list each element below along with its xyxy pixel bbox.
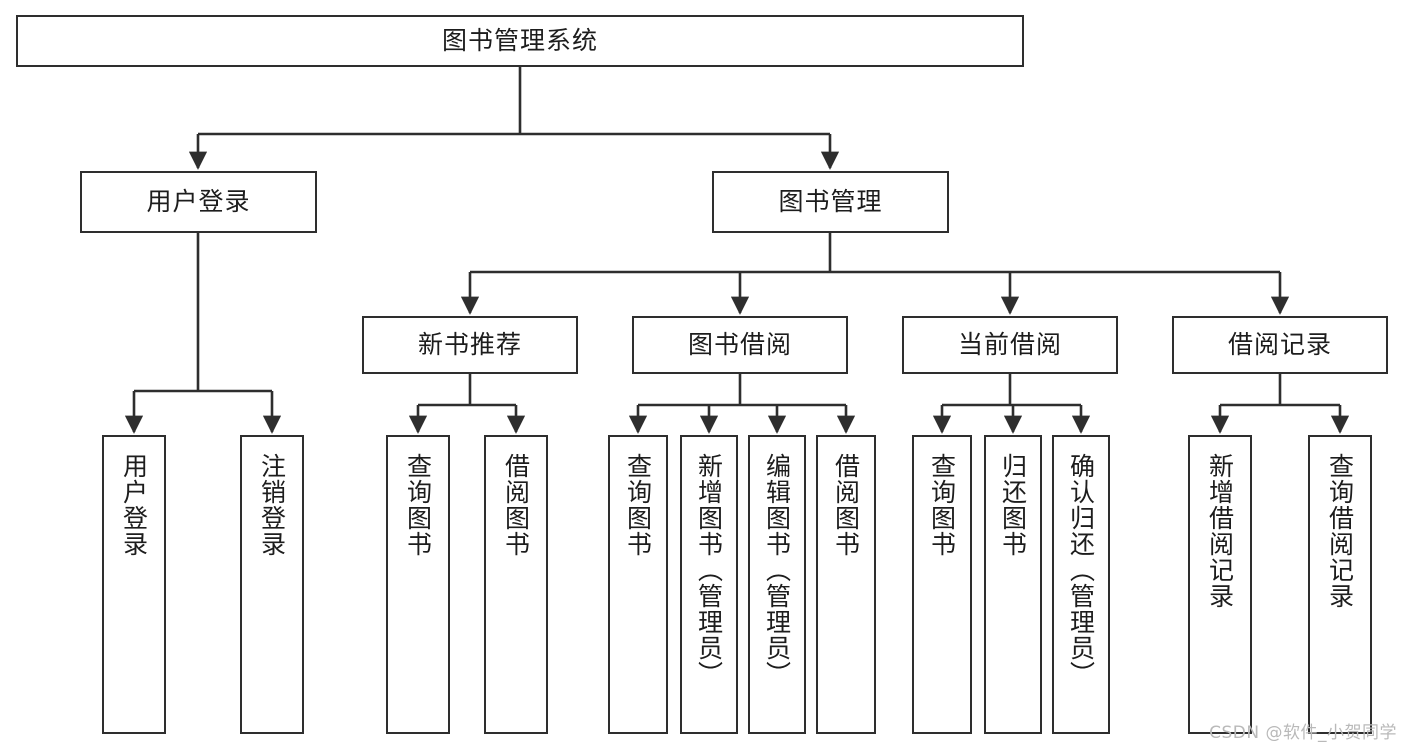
node-leaf-logout-label: 注销登录 [257, 453, 287, 557]
node-new-book-rec-label: 新书推荐 [417, 330, 522, 360]
node-leaf-logout[interactable]: 注销登录 [240, 435, 304, 734]
node-book-borrow-label: 图书借阅 [687, 330, 792, 360]
node-leaf-borrow-book-rec[interactable]: 借阅图书 [484, 435, 548, 734]
node-book-borrow[interactable]: 图书借阅 [632, 316, 848, 374]
node-root[interactable]: 图书管理系统 [16, 15, 1024, 67]
node-leaf-user-login[interactable]: 用户登录 [102, 435, 166, 734]
node-current-borrow[interactable]: 当前借阅 [902, 316, 1118, 374]
node-leaf-return-book[interactable]: 归还图书 [984, 435, 1042, 734]
node-borrow-record-label: 借阅记录 [1227, 330, 1332, 360]
node-leaf-query-book-cur-label: 查询图书 [927, 453, 957, 557]
node-leaf-add-book-label: 新增图书（管理员） [694, 453, 724, 687]
node-leaf-query-record-label: 查询借阅记录 [1325, 453, 1355, 609]
node-new-book-rec[interactable]: 新书推荐 [362, 316, 578, 374]
node-leaf-add-record[interactable]: 新增借阅记录 [1188, 435, 1252, 734]
node-leaf-confirm-return[interactable]: 确认归还（管理员） [1052, 435, 1110, 734]
node-leaf-edit-book-label: 编辑图书（管理员） [762, 453, 792, 687]
node-leaf-borrow-book[interactable]: 借阅图书 [816, 435, 876, 734]
node-leaf-query-book-borrow[interactable]: 查询图书 [608, 435, 668, 734]
node-leaf-add-book[interactable]: 新增图书（管理员） [680, 435, 738, 734]
node-leaf-borrow-book-rec-label: 借阅图书 [501, 453, 531, 557]
node-leaf-borrow-book-label: 借阅图书 [831, 453, 861, 557]
node-leaf-return-book-label: 归还图书 [998, 453, 1028, 557]
node-leaf-query-book-rec[interactable]: 查询图书 [386, 435, 450, 734]
node-borrow-record[interactable]: 借阅记录 [1172, 316, 1388, 374]
node-book-manage[interactable]: 图书管理 [712, 171, 949, 233]
node-leaf-query-book-rec-label: 查询图书 [403, 453, 433, 557]
node-leaf-confirm-return-label: 确认归还（管理员） [1066, 453, 1096, 687]
node-user-login[interactable]: 用户登录 [80, 171, 317, 233]
node-leaf-user-login-label: 用户登录 [119, 453, 149, 557]
node-root-label: 图书管理系统 [441, 26, 598, 56]
node-leaf-edit-book[interactable]: 编辑图书（管理员） [748, 435, 806, 734]
node-leaf-query-record[interactable]: 查询借阅记录 [1308, 435, 1372, 734]
csdn-watermark: CSDN @软件_小贺同学 [1209, 723, 1397, 743]
node-book-manage-label: 图书管理 [778, 187, 883, 217]
node-leaf-add-record-label: 新增借阅记录 [1205, 453, 1235, 609]
node-leaf-query-book-cur[interactable]: 查询图书 [912, 435, 972, 734]
node-current-borrow-label: 当前借阅 [957, 330, 1062, 360]
node-user-login-label: 用户登录 [146, 187, 251, 217]
node-leaf-query-book-borrow-label: 查询图书 [623, 453, 653, 557]
